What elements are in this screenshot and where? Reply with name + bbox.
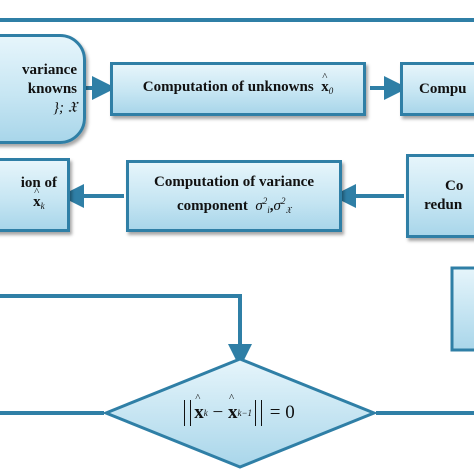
decision-condition: xk − xk−1 = 0 [148, 385, 328, 441]
node-variance-knowns-line3: }; 𝔛 [53, 99, 77, 116]
node-top-right-text: Compu [419, 80, 467, 97]
decision-diamond [101, 357, 379, 469]
node-variance-component-line2: component [177, 197, 248, 214]
right-edge-box [450, 266, 474, 352]
norm-left-bar [184, 400, 192, 426]
node-top-right: Compu [400, 62, 474, 116]
sigma-i-sub: i [267, 204, 270, 215]
x0-symbol: x [321, 68, 329, 97]
cond-xk-subscript: k [203, 408, 208, 418]
x0-subscript: 0 [328, 85, 334, 96]
sigma-i-symbol: σ [255, 197, 263, 214]
xk-symbol: x [33, 183, 41, 212]
cond-xk1-symbol: x [228, 392, 238, 424]
node-computation-unknowns: Computation of unknowns x0 [110, 62, 366, 116]
node-redundancy-line2: redun [424, 197, 463, 213]
node-variance-knowns-line1: variance [22, 61, 77, 78]
node-mid-left: ion of xk [0, 158, 70, 232]
sigma-i-sup: 2 [262, 195, 268, 206]
node-redundancy-line1: Co [445, 178, 464, 194]
node-redundancy: Co redun [406, 154, 474, 238]
node-variance-knowns-line2: knowns [27, 80, 77, 97]
cond-equals: = 0 [269, 402, 295, 423]
cond-xk1-subscript: k−1 [237, 408, 253, 418]
sigma-x-symbol: σ [273, 197, 281, 214]
node-variance-component: Computation of variance component σ2i,σ2… [126, 160, 342, 232]
sigma-x-sub: 𝔛 [285, 204, 291, 215]
sigma-x-sup: 2 [280, 195, 286, 206]
loop-into-decision [0, 294, 252, 368]
cond-minus: − [212, 402, 224, 423]
xk-subscript: k [40, 201, 45, 211]
cond-xk-symbol: x [194, 392, 204, 424]
norm-right-bar [255, 400, 263, 426]
node-variance-component-line1: Computation of variance [154, 173, 314, 190]
node-variance-knowns: variance knowns }; 𝔛 [0, 34, 86, 144]
node-computation-unknowns-text: Computation of unknowns [142, 78, 314, 95]
